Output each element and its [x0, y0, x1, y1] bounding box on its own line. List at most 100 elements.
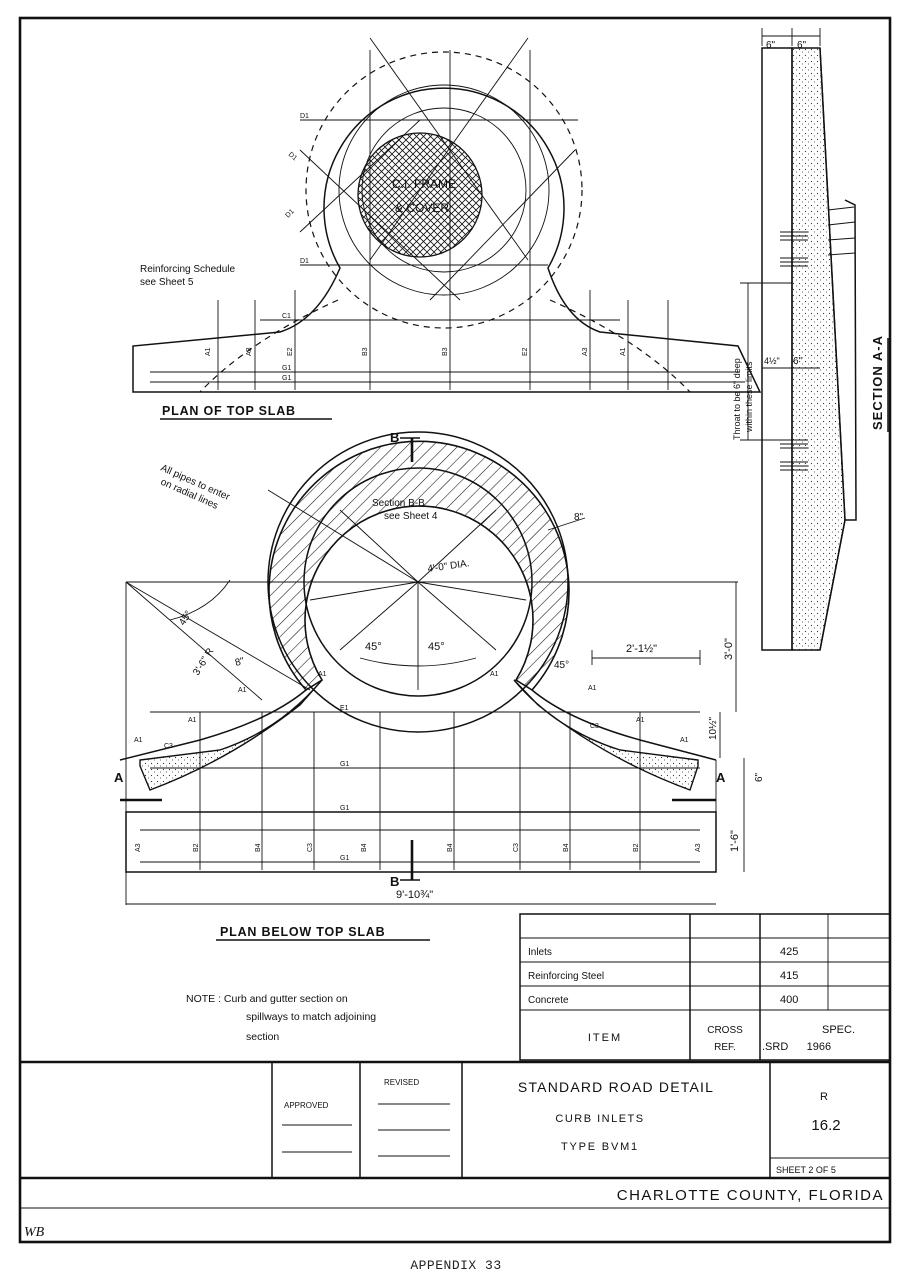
dim-radius: 3'-6" R: [191, 646, 216, 677]
schedule-note-1: Reinforcing Schedule: [140, 264, 235, 275]
revision-letter: R: [820, 1091, 828, 1103]
bar-mark: A3: [246, 347, 253, 356]
bar-mark: A1: [238, 687, 247, 694]
detail-number: 16.2: [811, 1117, 840, 1134]
note-line-1: NOTE : Curb and gutter section on: [186, 993, 348, 1005]
bar-mark: C1: [282, 313, 291, 320]
section-a-a: 6" 6" Throat to be 6" deep within these …: [732, 28, 889, 651]
item-cell: Inlets: [528, 947, 552, 958]
bar-mark: E2: [287, 347, 294, 356]
dim-offset: 2'-1½": [626, 643, 657, 655]
bar-mark: G1: [340, 761, 349, 768]
bar-mark: A1: [188, 717, 197, 724]
bar-mark: G1: [282, 375, 291, 382]
plan-top-slab: C.I. FRAME & COVER D1 D1 D1 D1 C1 G1 G1 …: [132, 37, 762, 420]
sheet-border: [18, 16, 892, 1244]
item-cell: Concrete: [528, 995, 569, 1006]
throat-note-1: Throat to be 6" deep: [732, 358, 742, 440]
bar-mark: A1: [205, 347, 212, 356]
bar-mark: G1: [340, 805, 349, 812]
bar-mark: C3: [164, 743, 173, 750]
dim-angle-right: 45°: [428, 641, 445, 653]
plan-below-top-slab: A A B B Section B-B see Sheet 4 All pipe…: [114, 430, 765, 941]
appendix-label: APPENDIX 33: [410, 1258, 502, 1273]
section-b-note-1: Section B-B: [372, 498, 425, 509]
bar-mark: B3: [362, 347, 369, 356]
dim-angle-top: 45°: [177, 609, 194, 628]
section-aa-title: SECTION A-A: [870, 335, 885, 430]
header-spec-bottom: .SRD 1966: [762, 1041, 831, 1053]
bar-mark: G1: [340, 855, 349, 862]
bar-mark: A1: [620, 347, 627, 356]
sheet-number: SHEET 2 OF 5: [776, 1165, 836, 1175]
header-item: ITEM: [588, 1032, 622, 1044]
schedule-note-2: see Sheet 5: [140, 277, 194, 288]
throat-note-2: within these limits: [744, 361, 754, 433]
bar-mark: A3: [695, 843, 702, 852]
bar-mark: A1: [680, 737, 689, 744]
bar-mark: A3: [135, 843, 142, 852]
spec-cell: 425: [780, 946, 798, 958]
dim-depth: 1'-6": [729, 830, 741, 852]
dim-label: 4½": [764, 356, 780, 366]
frame-label-1: C.I. FRAME: [392, 177, 456, 191]
dim-label: 6": [797, 40, 807, 51]
plan-below-title: PLAN BELOW TOP SLAB: [220, 925, 385, 939]
dim-angle-left: 45°: [365, 641, 382, 653]
spec-cell: 400: [780, 994, 798, 1006]
bar-mark: B4: [447, 843, 454, 852]
header-ref-2: REF.: [714, 1042, 736, 1053]
bar-mark: B4: [361, 843, 368, 852]
bar-mark: A1: [636, 717, 645, 724]
bar-mark: B4: [563, 843, 570, 852]
dim-label: 6": [766, 40, 776, 51]
header-spec-top: SPEC.: [822, 1024, 855, 1036]
bar-mark: A1: [490, 671, 499, 678]
section-b-note-2: see Sheet 4: [384, 511, 438, 522]
dim-wall-left: 8": [234, 656, 246, 669]
approved-label: APPROVED: [284, 1101, 329, 1110]
bar-mark: C3: [307, 843, 314, 852]
bar-mark: G1: [282, 365, 291, 372]
title-line-1: STANDARD ROAD DETAIL: [518, 1079, 714, 1095]
dim-wall: 8": [574, 512, 584, 523]
bar-mark: A3: [582, 347, 589, 356]
bar-mark: B3: [442, 347, 449, 356]
frame-label-2: & COVER: [395, 201, 449, 215]
bar-mark: B2: [193, 843, 200, 852]
plan-top-title: PLAN OF TOP SLAB: [162, 404, 296, 418]
section-a-mark-left: A: [114, 770, 124, 785]
title-line-2: CURB INLETS: [555, 1113, 644, 1125]
bar-mark: E2: [522, 347, 529, 356]
dim-curb: 6": [754, 772, 765, 782]
item-cell: Reinforcing Steel: [528, 971, 604, 982]
bar-mark: B4: [255, 843, 262, 852]
bar-mark: A1: [588, 685, 597, 692]
spec-cell: 415: [780, 970, 798, 982]
bar-mark: D1: [287, 151, 298, 162]
section-b-mark-bottom: B: [390, 874, 399, 889]
dim-throat: 10½": [708, 717, 719, 740]
dim-angle-side: 45°: [554, 660, 569, 671]
title-line-3: TYPE BVM1: [561, 1141, 639, 1153]
bar-mark: D1: [284, 208, 295, 219]
bar-mark: A1: [134, 737, 143, 744]
curb-note: NOTE : Curb and gutter section on spillw…: [186, 993, 376, 1043]
dim-overall: 9'-10¾": [396, 889, 433, 901]
title-block: APPROVED REVISED STANDARD ROAD DETAIL CU…: [20, 1060, 890, 1240]
header-ref-1: CROSS: [707, 1025, 743, 1036]
bar-mark: E1: [340, 705, 349, 712]
bar-mark: D1: [300, 113, 309, 120]
initials: WB: [24, 1225, 45, 1240]
dim-label: 6": [793, 356, 803, 367]
section-b-mark-top: B: [390, 430, 399, 445]
note-line-3: section: [246, 1031, 279, 1043]
bar-mark: B2: [633, 843, 640, 852]
bar-mark: A1: [318, 671, 327, 678]
county-label: CHARLOTTE COUNTY, FLORIDA: [617, 1187, 884, 1204]
bar-mark: D1: [300, 258, 309, 265]
revised-label: REVISED: [384, 1078, 419, 1087]
dim-height: 3'-0": [723, 638, 735, 660]
note-line-2: spillways to match adjoining: [246, 1011, 376, 1023]
